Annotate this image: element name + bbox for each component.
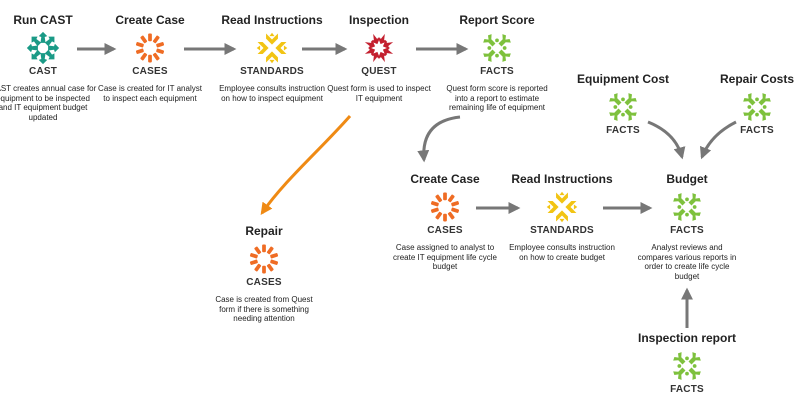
node-create-case-2: Create Case CASES Case assigned to analy… — [385, 172, 505, 272]
node-run-cast: Run CAST CAST CAST creates annual case f… — [0, 13, 103, 122]
cases-icon — [135, 33, 165, 63]
arrow-repair-costs-to-budget — [699, 120, 737, 160]
node-label: FACTS — [606, 125, 640, 136]
node-title: Inspection report — [637, 331, 736, 345]
arrow-inspection-to-repair — [260, 115, 352, 215]
node-description: Case is created for IT analyst to inspec… — [98, 84, 202, 103]
node-title: Equipment Cost — [577, 72, 669, 86]
node-label: CASES — [132, 66, 168, 77]
node-description: Employee consults instruction on how to … — [219, 84, 325, 103]
node-title: Report Score — [459, 13, 535, 27]
node-title: Inspection — [348, 13, 409, 27]
cases-icon — [430, 192, 460, 222]
node-label: STANDARDS — [240, 66, 304, 77]
standards-icon — [256, 32, 288, 64]
node-title: Budget — [666, 172, 708, 186]
node-title: Create Case — [410, 172, 480, 186]
node-label: STANDARDS — [530, 225, 594, 236]
standards-icon — [546, 191, 578, 223]
node-label: CASES — [246, 277, 282, 288]
node-label: FACTS — [670, 384, 704, 395]
node-description: Case assigned to analyst to create IT eq… — [393, 243, 497, 271]
node-read-instructions-2: Read Instructions STANDARDS Employee con… — [502, 172, 622, 262]
node-label: QUEST — [361, 66, 397, 77]
node-title: Read Instructions — [511, 172, 613, 186]
quest-icon — [364, 33, 394, 63]
node-title: Create Case — [115, 13, 185, 27]
node-report-score: Report Score FACTS Quest form score is r… — [437, 13, 557, 113]
node-budget: Budget FACTS Analyst reviews and compare… — [627, 172, 747, 281]
node-description: Quest form is used to inspect IT equipme… — [327, 84, 431, 103]
node-equipment-cost: Equipment Cost FACTS — [563, 72, 683, 137]
arrow-equipment-cost-to-budget — [647, 120, 686, 160]
facts-icon — [673, 193, 701, 221]
node-label: CASES — [427, 225, 463, 236]
node-repair-costs: Repair Costs FACTS — [697, 72, 800, 137]
node-description: Employee consults instruction on how to … — [509, 243, 615, 262]
node-title: Read Instructions — [221, 13, 323, 27]
facts-icon — [743, 93, 771, 121]
node-description: Quest form score is reported into a repo… — [446, 84, 548, 112]
node-create-case: Create Case CASES Case is created for IT… — [90, 13, 210, 103]
facts-icon — [673, 352, 701, 380]
facts-icon — [483, 34, 511, 62]
node-title: Repair — [245, 224, 283, 238]
cast-icon — [26, 31, 60, 65]
node-read-instructions: Read Instructions STANDARDS Employee con… — [212, 13, 332, 103]
node-repair: Repair CASES Case is created from Quest … — [204, 224, 324, 324]
arrow-report-score-to-create-case — [417, 115, 461, 163]
node-inspection: Inspection QUEST Quest form is used to i… — [319, 13, 439, 103]
cases-icon — [249, 244, 279, 274]
node-label: CAST — [28, 66, 58, 77]
node-description: Analyst reviews and compares various rep… — [637, 243, 737, 281]
node-label: FACTS — [480, 66, 514, 77]
node-title: Repair Costs — [719, 72, 795, 86]
node-description: CAST creates annual case for equipment t… — [0, 84, 97, 122]
node-label: FACTS — [740, 125, 774, 136]
facts-icon — [609, 93, 637, 121]
node-label: FACTS — [670, 225, 704, 236]
node-description: Case is created from Quest form if there… — [215, 295, 313, 323]
node-title: Run CAST — [13, 13, 73, 27]
node-inspection-report: Inspection report FACTS — [627, 331, 747, 396]
